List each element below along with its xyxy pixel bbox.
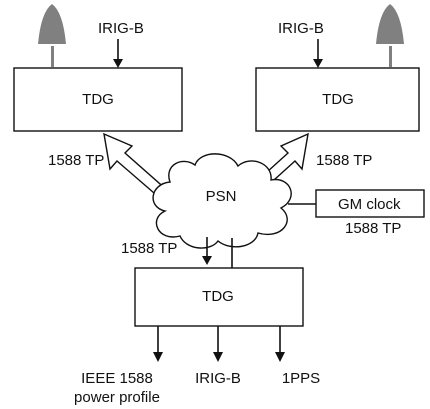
- antenna-icon-right: [376, 4, 404, 67]
- psn-label: PSN: [206, 188, 237, 205]
- output-arrow-ieee: [153, 326, 163, 362]
- gm-clock-box: [315, 189, 425, 218]
- antenna-icon-left: [38, 4, 66, 67]
- irig-b-input-arrow-left: [113, 39, 123, 68]
- tdg-label-top-left: TDG: [82, 91, 114, 108]
- tdg-box-top-left: [13, 67, 183, 132]
- tp-label-right: 1588 TP: [316, 152, 372, 169]
- tdg-box-top-right: [255, 67, 420, 132]
- output-label-ieee-line1: IEEE 1588: [81, 370, 153, 387]
- cloud-icon: [152, 153, 292, 249]
- tp-label-gm: 1588 TP: [345, 220, 401, 237]
- output-label-ieee-line2: power profile: [74, 389, 160, 406]
- tdg-label-top-right: TDG: [322, 91, 354, 108]
- irig-b-label-top-left: IRIG-B: [98, 20, 144, 37]
- output-label-irig-b: IRIG-B: [195, 370, 241, 387]
- link-arrow-psn-to-bottom-tdg: [202, 237, 212, 265]
- output-label-1pps: 1PPS: [282, 370, 320, 387]
- tp-label-left: 1588 TP: [48, 152, 104, 169]
- irig-b-input-arrow-right: [313, 39, 323, 68]
- output-arrow-irig-b: [213, 326, 223, 362]
- tp-label-bottom: 1588 TP: [121, 240, 177, 257]
- irig-b-label-top-right: IRIG-B: [278, 20, 324, 37]
- tdg-box-bottom: [134, 267, 304, 327]
- output-arrow-1pps: [275, 326, 285, 362]
- tdg-label-bottom: TDG: [202, 288, 234, 305]
- gm-clock-label: GM clock: [338, 196, 401, 213]
